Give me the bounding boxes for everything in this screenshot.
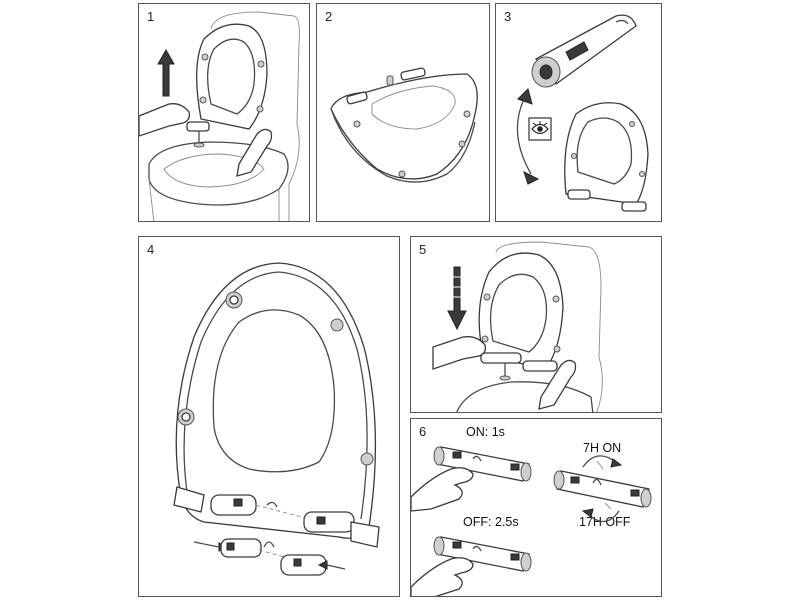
on-duration-label: ON: 1s xyxy=(466,425,505,439)
step-3-illustration xyxy=(516,14,649,212)
step-1-illustration xyxy=(139,11,300,221)
step-4-panel: 4 xyxy=(138,236,400,597)
step-3-panel: 3 xyxy=(495,3,662,222)
step-number: 1 xyxy=(147,9,155,24)
cylinder-timer xyxy=(553,470,652,508)
eye-icon xyxy=(528,117,552,141)
step-5-panel: 5 xyxy=(410,236,662,413)
step-number: 6 xyxy=(419,424,427,439)
off-duration-label: OFF: 2.5s xyxy=(463,515,519,529)
rotate-arrow-icon xyxy=(581,455,623,523)
step-number: 3 xyxy=(504,9,512,24)
cylinder-off xyxy=(433,536,532,572)
step-2-illustration xyxy=(330,67,478,183)
step-6-panel: 6 ON: 1s 7H ON 17H OFF OFF: 2.5s xyxy=(410,418,662,597)
step-5-illustration xyxy=(432,241,603,412)
hand-icon xyxy=(411,557,474,596)
step-number: 4 xyxy=(147,242,155,257)
hand-icon xyxy=(411,467,474,512)
up-arrow-icon xyxy=(157,48,175,97)
step-6-illustration xyxy=(411,446,652,596)
step-number: 5 xyxy=(419,242,427,257)
seven-h-on-label: 7H ON xyxy=(583,441,622,455)
rotate-arrow-icon xyxy=(516,88,540,185)
cylinder-on xyxy=(433,446,532,482)
step-2-panel: 2 xyxy=(316,3,490,222)
step-4-illustration xyxy=(173,262,380,576)
down-arrow-icon xyxy=(447,266,467,331)
step-number: 2 xyxy=(325,9,333,24)
step-1-panel: 1 xyxy=(138,3,310,222)
